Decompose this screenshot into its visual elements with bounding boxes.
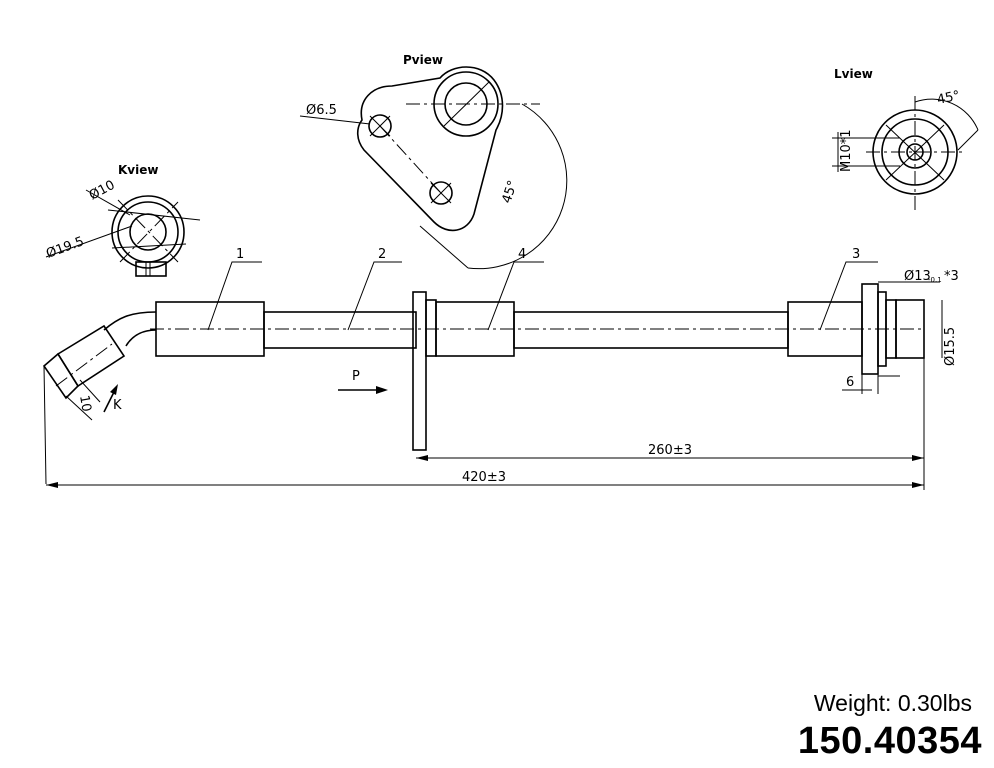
l-view: Lview M10*1 45°: [832, 67, 979, 210]
callout-3: 3: [819, 247, 878, 331]
hex-size-dim: 10: [76, 394, 94, 413]
p-view: Pview Ø6.5 45°: [299, 53, 568, 270]
k-arrow: K: [103, 384, 122, 413]
left-fitting: 10: [42, 324, 126, 485]
fitting-thickness-dim: Ø13: [904, 269, 931, 284]
callout-1-label: 1: [236, 247, 244, 262]
callout-3-label: 3: [852, 247, 860, 262]
callout-2: 2: [347, 247, 402, 331]
fitting-diameter-dim: Ø15.5: [943, 327, 958, 366]
svg-text:-0.1: -0.1: [928, 276, 942, 284]
p-hole-dim: Ø6.5: [306, 103, 337, 118]
callout-4-label: 4: [518, 247, 526, 262]
hose-section-2: [263, 311, 417, 349]
callout-4: 4: [487, 247, 544, 331]
p-arrow: P: [338, 369, 388, 394]
len-bracket-dim: 260±3: [648, 443, 692, 458]
weight-label: Weight: 0.30lbs: [813, 690, 972, 716]
part-number: 150.40354: [797, 720, 982, 762]
k-arrow-label: K: [113, 398, 122, 413]
p-angle-dim: 45°: [500, 179, 521, 206]
callout-2-label: 2: [378, 247, 386, 262]
dim-260: 260±3: [416, 358, 925, 490]
p-view-label: Pview: [403, 53, 443, 67]
right-fitting: [861, 281, 940, 377]
l-view-label: Lview: [834, 67, 873, 81]
l-thread-dim: M10*1: [839, 129, 854, 172]
hose-section-main: [513, 311, 789, 349]
fitting-length-dim: 6: [846, 375, 854, 390]
k-view-label: Kview: [118, 163, 158, 177]
k-view: Kview Ø10 Ø19.5: [44, 163, 201, 277]
len-total-dim: 420±3: [462, 470, 506, 485]
l-angle-dim: 45°: [936, 88, 962, 107]
fitting-thickness-suffix: *3: [944, 269, 959, 284]
dim-420: 420±3: [46, 470, 924, 488]
bracket: [412, 291, 427, 451]
callout-1: 1: [207, 247, 262, 331]
hose-assembly: 10 K 1: [42, 247, 959, 490]
p-arrow-label: P: [352, 369, 360, 384]
k-outer-dim: Ø19.5: [44, 234, 86, 261]
